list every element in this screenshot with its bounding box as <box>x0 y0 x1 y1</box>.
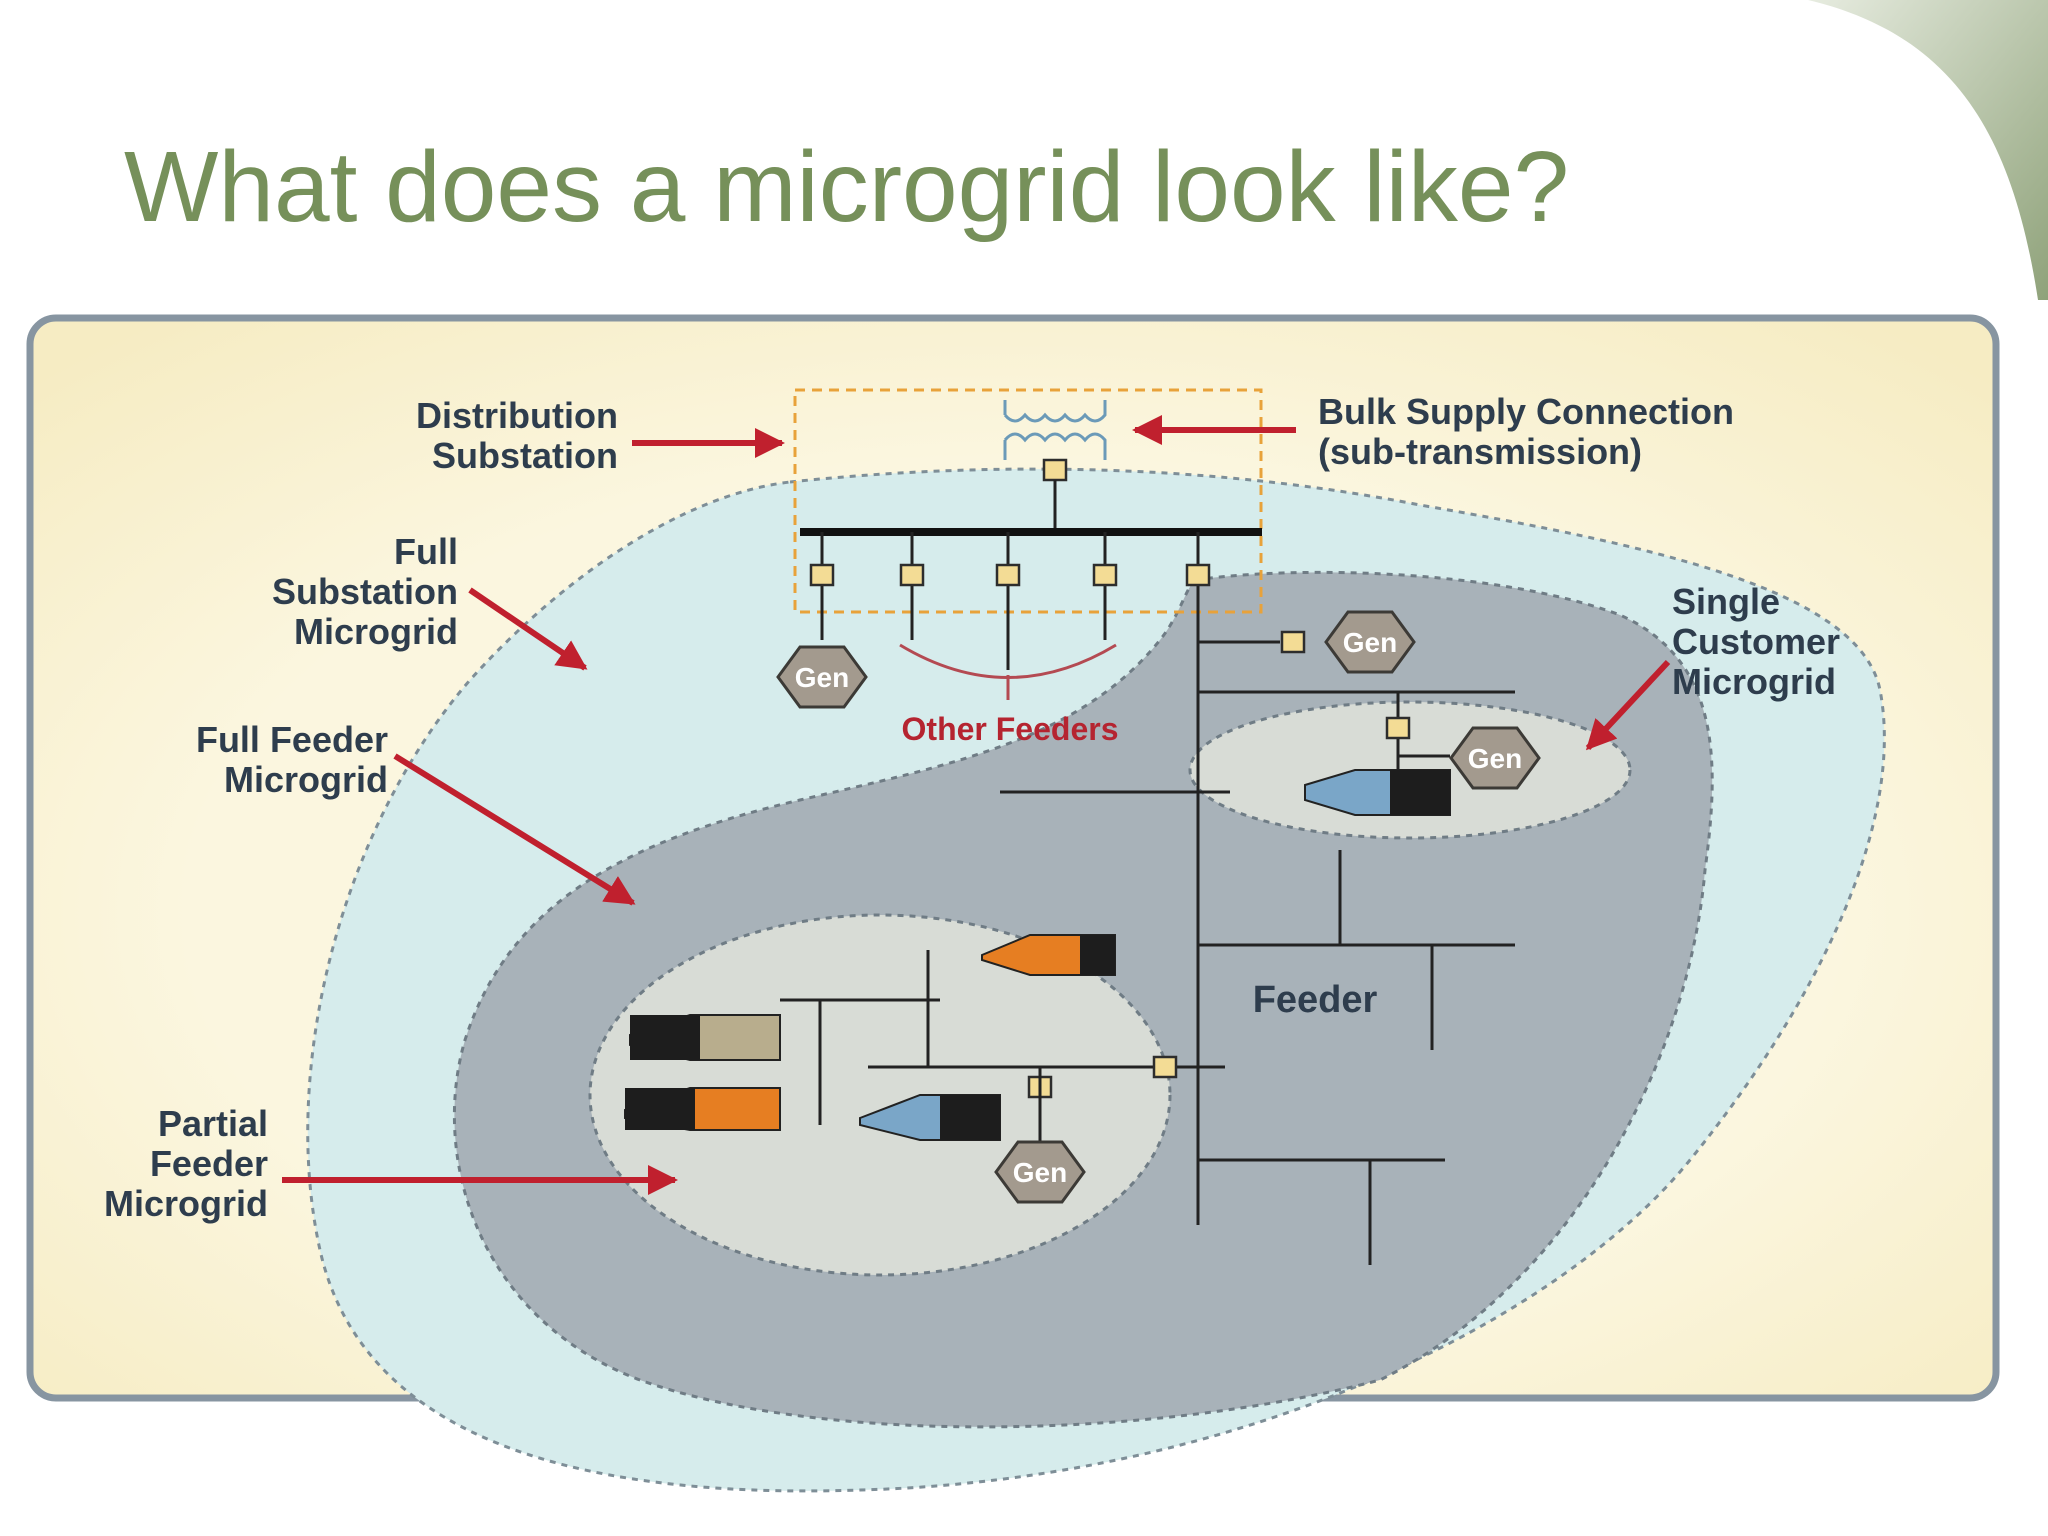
partial-feeder-gen-icon: Gen <box>994 1140 1086 1204</box>
label-other-feeders: Other Feeders <box>902 711 1119 747</box>
svg-text:Feeder: Feeder <box>150 1143 268 1184</box>
building-orange-top-icon <box>981 934 1116 976</box>
svg-text:Gen: Gen <box>1343 627 1397 658</box>
label-feeder: Feeder <box>1253 979 1378 1021</box>
svg-text:Microgrid: Microgrid <box>1672 661 1836 702</box>
building-blue-icon <box>859 1094 1001 1141</box>
transformer-icon <box>1003 400 1107 460</box>
arrow-full-feeder <box>393 753 636 906</box>
svg-text:Substation: Substation <box>272 571 458 612</box>
label-full-substation-microgrid: Full Substation Microgrid <box>272 531 458 652</box>
svg-text:Distribution: Distribution <box>416 395 618 436</box>
svg-text:Gen: Gen <box>1468 743 1522 774</box>
arrow-full-substation <box>468 587 588 671</box>
feeder-gen-icon: Gen <box>1324 610 1416 674</box>
label-bulk-supply: Bulk Supply Connection (sub-transmission… <box>1318 391 1734 472</box>
svg-text:Microgrid: Microgrid <box>294 611 458 652</box>
arrow-single-customer <box>1585 659 1671 751</box>
substation-gen-icon: Gen <box>776 645 868 709</box>
svg-text:Microgrid: Microgrid <box>104 1183 268 1224</box>
arrows <box>282 415 1671 1195</box>
substation-box <box>793 388 1263 614</box>
svg-text:Microgrid: Microgrid <box>224 759 388 800</box>
svg-text:Substation: Substation <box>432 435 618 476</box>
svg-text:Bulk Supply Connection: Bulk Supply Connection <box>1318 391 1734 432</box>
building-orange-bottom-icon <box>624 1087 781 1131</box>
label-full-feeder-microgrid: Full Feeder Microgrid <box>196 719 388 800</box>
label-single-customer-microgrid: Single Customer Microgrid <box>1672 581 1840 702</box>
breaker-icon <box>1042 458 1068 482</box>
corner-decoration <box>1808 0 2048 300</box>
svg-text:Single: Single <box>1672 581 1780 622</box>
svg-text:Full Feeder: Full Feeder <box>196 719 388 760</box>
single-customer-building-icon <box>1304 769 1451 816</box>
building-tan-icon <box>629 1014 781 1061</box>
svg-text:(sub-transmission): (sub-transmission) <box>1318 431 1642 472</box>
svg-text:Gen: Gen <box>795 662 849 693</box>
svg-text:Gen: Gen <box>1013 1157 1067 1188</box>
label-distribution-substation: Distribution Substation <box>416 395 618 476</box>
svg-text:Full: Full <box>394 531 458 572</box>
svg-text:Customer: Customer <box>1672 621 1840 662</box>
label-partial-feeder-microgrid: Partial Feeder Microgrid <box>104 1103 268 1224</box>
svg-text:Partial: Partial <box>158 1103 268 1144</box>
single-customer-gen-icon: Gen <box>1449 726 1541 790</box>
microgrid-diagram: Gen Gen Gen <box>26 314 2000 1493</box>
feeder-lines <box>780 640 1515 1265</box>
slide-title: What does a microgrid look like? <box>124 131 1570 243</box>
